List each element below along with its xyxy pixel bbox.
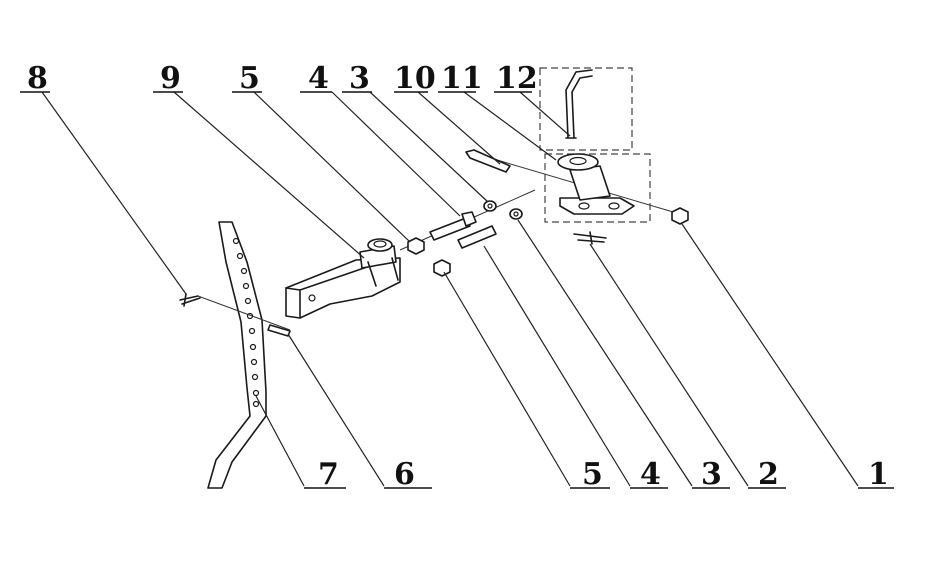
- detail-box-handle: [539, 67, 633, 151]
- part-long-bolt: [465, 149, 511, 173]
- part-washer-upper: [483, 200, 497, 212]
- callout-8: 8: [27, 61, 48, 96]
- callout-10: 10: [394, 61, 436, 96]
- callout-5-top: 5: [239, 61, 260, 96]
- callout-1: 1: [868, 457, 889, 492]
- part-bolt-lower: [457, 225, 497, 249]
- callout-6: 6: [394, 457, 415, 492]
- callout-2: 2: [758, 457, 779, 492]
- part-washer-lower: [509, 208, 523, 220]
- callout-3-bottom: 3: [701, 457, 722, 492]
- callout-9: 9: [160, 61, 181, 96]
- callout-3-top: 3: [349, 61, 370, 96]
- part-nut-upper: [407, 237, 425, 255]
- part-pin-bolt: [267, 324, 291, 337]
- callout-4-bottom: 4: [640, 457, 661, 492]
- part-spring-pin: [179, 293, 201, 307]
- assembly-axis: [197, 295, 291, 331]
- part-mount-bracket: [557, 153, 635, 215]
- callout-11: 11: [441, 61, 483, 96]
- part-clip: [573, 231, 607, 245]
- part-end-nut: [671, 207, 689, 225]
- part-shank: [207, 221, 267, 489]
- part-nut-lower: [433, 259, 451, 277]
- callout-12: 12: [496, 61, 538, 96]
- part-bolt-upper: [429, 211, 477, 241]
- part-handle-rod: [565, 69, 593, 139]
- callout-5-bottom: 5: [582, 457, 603, 492]
- callout-7: 7: [318, 457, 339, 492]
- callout-4-top: 4: [308, 61, 329, 96]
- part-beam: [285, 238, 401, 319]
- detail-box-bracket: [544, 153, 651, 223]
